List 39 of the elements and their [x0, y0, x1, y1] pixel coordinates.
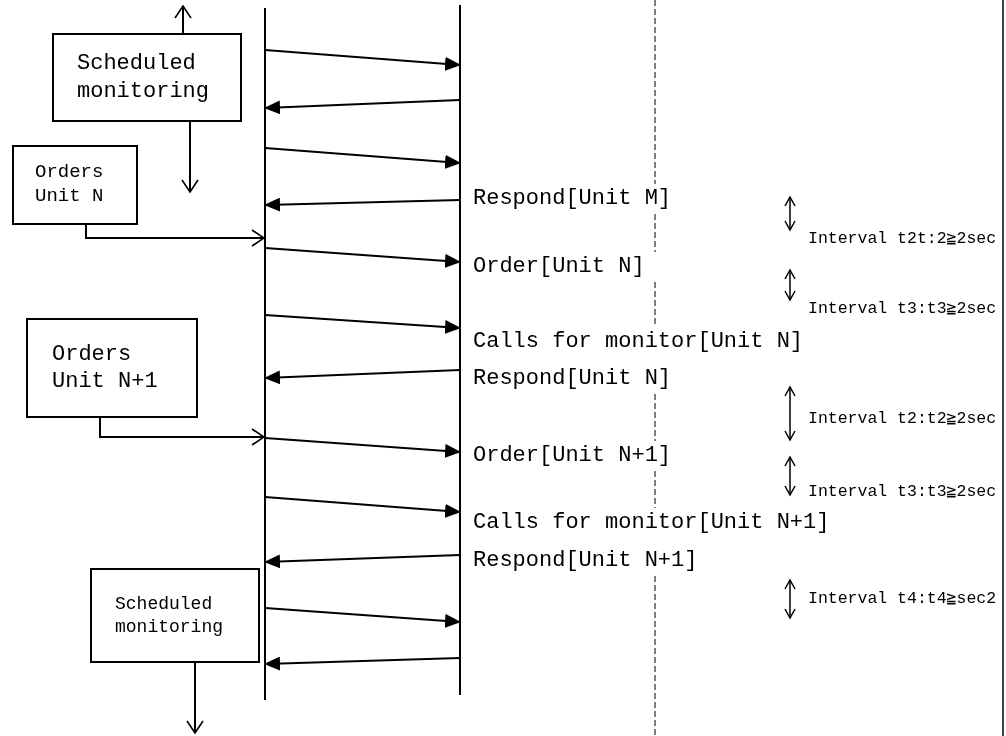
arrow: [181, 121, 199, 193]
arrow: [264, 607, 461, 628]
arrow: [264, 656, 461, 671]
arrow: [264, 247, 461, 268]
lifeline: [459, 5, 461, 695]
box-label: Scheduled monitoring: [77, 50, 211, 105]
arrow: [186, 662, 204, 734]
box-label: Scheduled monitoring: [115, 593, 225, 638]
arrow: [264, 369, 461, 385]
arrow: [99, 417, 265, 446]
message-label: Respond[Unit N]: [473, 368, 672, 390]
arrow: [264, 197, 461, 212]
interval-label: Interval t2t:2≧2sec: [808, 231, 997, 248]
message-label: Calls for monitor[Unit N+1]: [473, 512, 830, 534]
interval-label: Interval t2:t2≧2sec: [808, 411, 997, 428]
process-box: [12, 145, 138, 225]
arrow: [264, 437, 461, 458]
arrow: [174, 5, 192, 34]
arrow: [264, 147, 461, 169]
message-label: Respond[Unit N+1]: [473, 550, 698, 572]
box-label: Orders Unit N: [35, 161, 105, 209]
message-label: Calls for monitor[Unit N]: [473, 331, 804, 353]
arrow: [264, 99, 461, 115]
interval-label: Interval t3:t3≧2sec: [808, 301, 997, 318]
interval-label: Interval t3:t3≧2sec: [808, 484, 997, 501]
lifeline: [264, 8, 266, 700]
process-box: [52, 33, 242, 122]
arrow: [264, 554, 461, 569]
arrow: [85, 224, 265, 247]
arrow: [264, 314, 461, 334]
process-box: [26, 318, 198, 418]
box-label: Orders Unit N+1: [52, 340, 159, 396]
arrow: [264, 496, 461, 518]
message-label: Respond[Unit M]: [473, 188, 672, 210]
interval-label: Interval t4:t4≧sec2: [808, 591, 997, 608]
message-label: Order[Unit N]: [473, 256, 645, 278]
process-box: [90, 568, 260, 663]
message-label: Order[Unit N+1]: [473, 445, 672, 467]
arrow: [264, 49, 461, 71]
